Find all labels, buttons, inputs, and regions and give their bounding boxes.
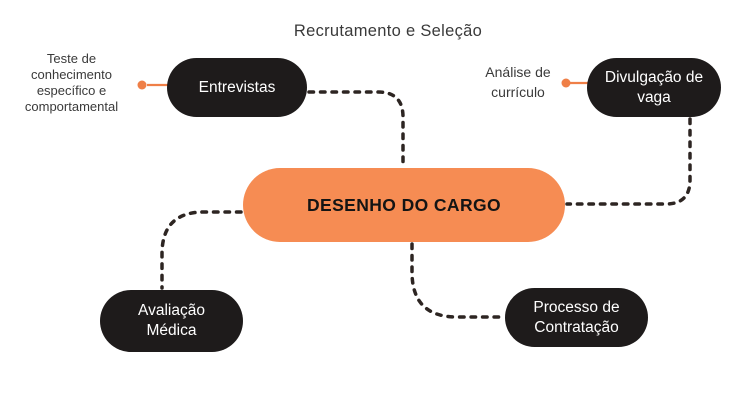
- node-divulgacao-de-vaga[interactable]: Divulgação de vaga: [587, 58, 721, 117]
- node-avaliacao-medica-label: Avaliação Médica: [138, 302, 205, 339]
- annotation-analise-curriculo-text: Análise de currículo: [485, 64, 551, 100]
- connector-center-to-avaliacao: [160, 210, 243, 290]
- annotation-link-teste: [137, 80, 169, 90]
- node-divulgacao-de-vaga-label: Divulgação de vaga: [604, 68, 704, 106]
- diagram-title: Recrutamento e Seleção: [293, 22, 483, 40]
- connector-center-to-processo: [410, 242, 505, 319]
- annotation-teste-conhecimento: Teste de conhecimento específico e compo…: [14, 51, 129, 115]
- connector-entrevistas-to-center: [307, 90, 405, 168]
- annotation-dot-analise: [561, 78, 571, 88]
- node-desenho-do-cargo[interactable]: DESENHO DO CARGO: [243, 168, 565, 242]
- annotation-teste-conhecimento-text: Teste de conhecimento específico e compo…: [24, 51, 119, 114]
- node-entrevistas[interactable]: Entrevistas: [167, 58, 307, 117]
- annotation-dot-teste: [137, 80, 147, 90]
- connector-divulgacao-to-center: [565, 117, 692, 206]
- node-processo-de-contratacao[interactable]: Processo de Contratação: [505, 288, 648, 347]
- node-processo-de-contratacao-label: Processo de Contratação: [533, 298, 620, 336]
- annotation-analise-curriculo: Análise de currículo: [477, 62, 559, 102]
- node-entrevistas-label: Entrevistas: [198, 78, 276, 96]
- annotation-link-analise: [561, 78, 589, 88]
- node-avaliacao-medica[interactable]: Avaliação Médica: [100, 290, 243, 352]
- node-desenho-do-cargo-label: DESENHO DO CARGO: [306, 194, 502, 215]
